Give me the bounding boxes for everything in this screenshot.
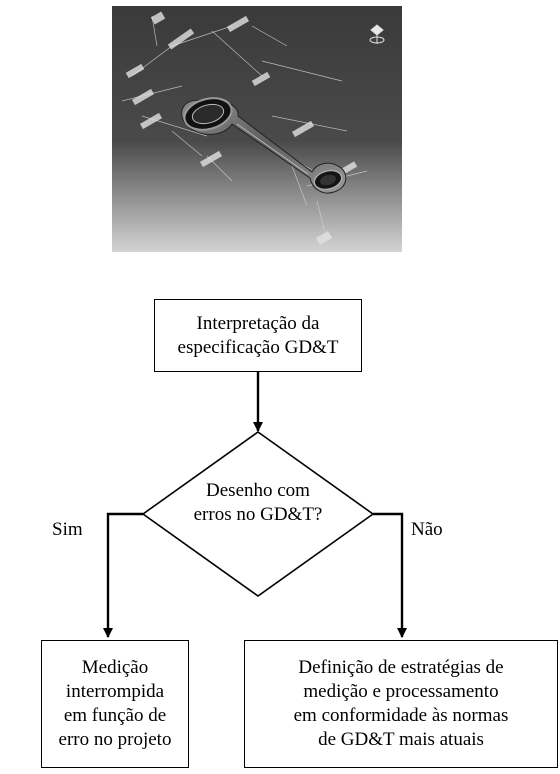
no-label: Não [411, 519, 443, 540]
no-box-line: em conformidade às normas [293, 705, 509, 726]
yes-box-line: erro no projeto [58, 729, 172, 750]
cad-model-image [112, 6, 402, 252]
start-box-line: Interpretação da [196, 312, 320, 334]
start-box-line: especificação GD&T [177, 336, 339, 358]
no-outcome-box: Definição de estratégias de medição e pr… [244, 640, 558, 768]
no-box-line: medição e processamento [303, 681, 499, 702]
decision-line: Desenho com [206, 480, 310, 501]
arrow-decision-to-no [373, 512, 407, 638]
arrow-decision-to-yes [103, 512, 143, 638]
no-box-line: de GD&T mais atuais [318, 729, 484, 750]
no-box-line: Definição de estratégias de [298, 657, 504, 678]
decision-line: erros no GD&T? [193, 504, 323, 525]
yes-box-line: interrompida [65, 681, 165, 702]
yes-label: Sim [52, 519, 83, 540]
decision-diamond [141, 431, 375, 597]
yes-box-line: em função de [63, 705, 167, 726]
yes-box-line: Medição [81, 657, 149, 678]
decision-text: Desenho com erros no GD&T? [163, 479, 353, 527]
yes-outcome-box: Medição interrompida em função de erro n… [41, 640, 189, 768]
start-box: Interpretação da especificação GD&T [154, 299, 362, 372]
